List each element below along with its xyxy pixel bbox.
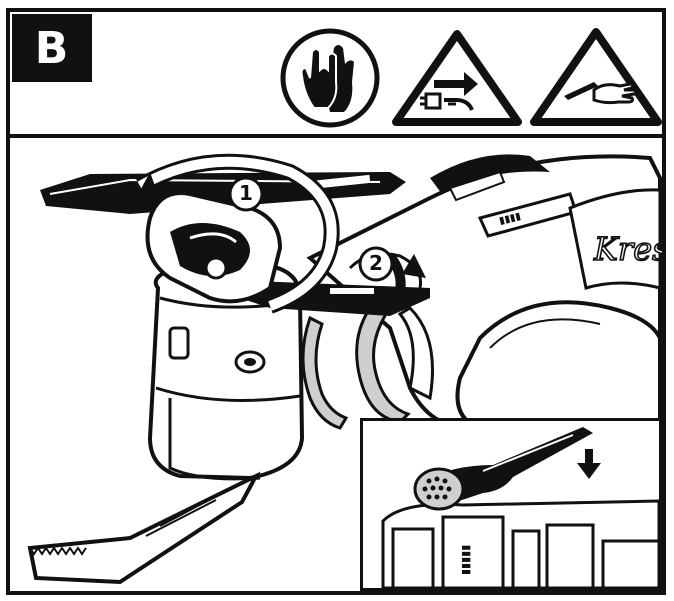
section-badge-label: B <box>34 22 70 74</box>
multitool-blade-release-illustration: ▮▮▮▮ Kres <box>27 153 662 585</box>
step-2-number: 2 <box>369 251 383 275</box>
step-1-marker <box>228 176 264 212</box>
inset-detail-lever: ▮▮▮▮▮ <box>360 418 662 591</box>
unplug-warning-icon <box>392 30 522 126</box>
sharp-blade-hand-warning-icon <box>530 28 662 126</box>
step-2-marker <box>358 246 394 282</box>
lever-press-detail-illustration: ▮▮▮▮▮ <box>381 427 659 588</box>
section-badge: B <box>12 14 92 82</box>
svg-text:▮▮▮▮▮: ▮▮▮▮▮ <box>459 545 472 575</box>
step-1-number: 1 <box>239 181 253 205</box>
gloves-icon <box>280 28 380 128</box>
outer-frame <box>6 8 666 595</box>
svg-text:▮▮▮▮: ▮▮▮▮ <box>498 211 522 227</box>
header-divider <box>6 134 666 138</box>
brand-wordmark: Kres <box>593 230 662 268</box>
